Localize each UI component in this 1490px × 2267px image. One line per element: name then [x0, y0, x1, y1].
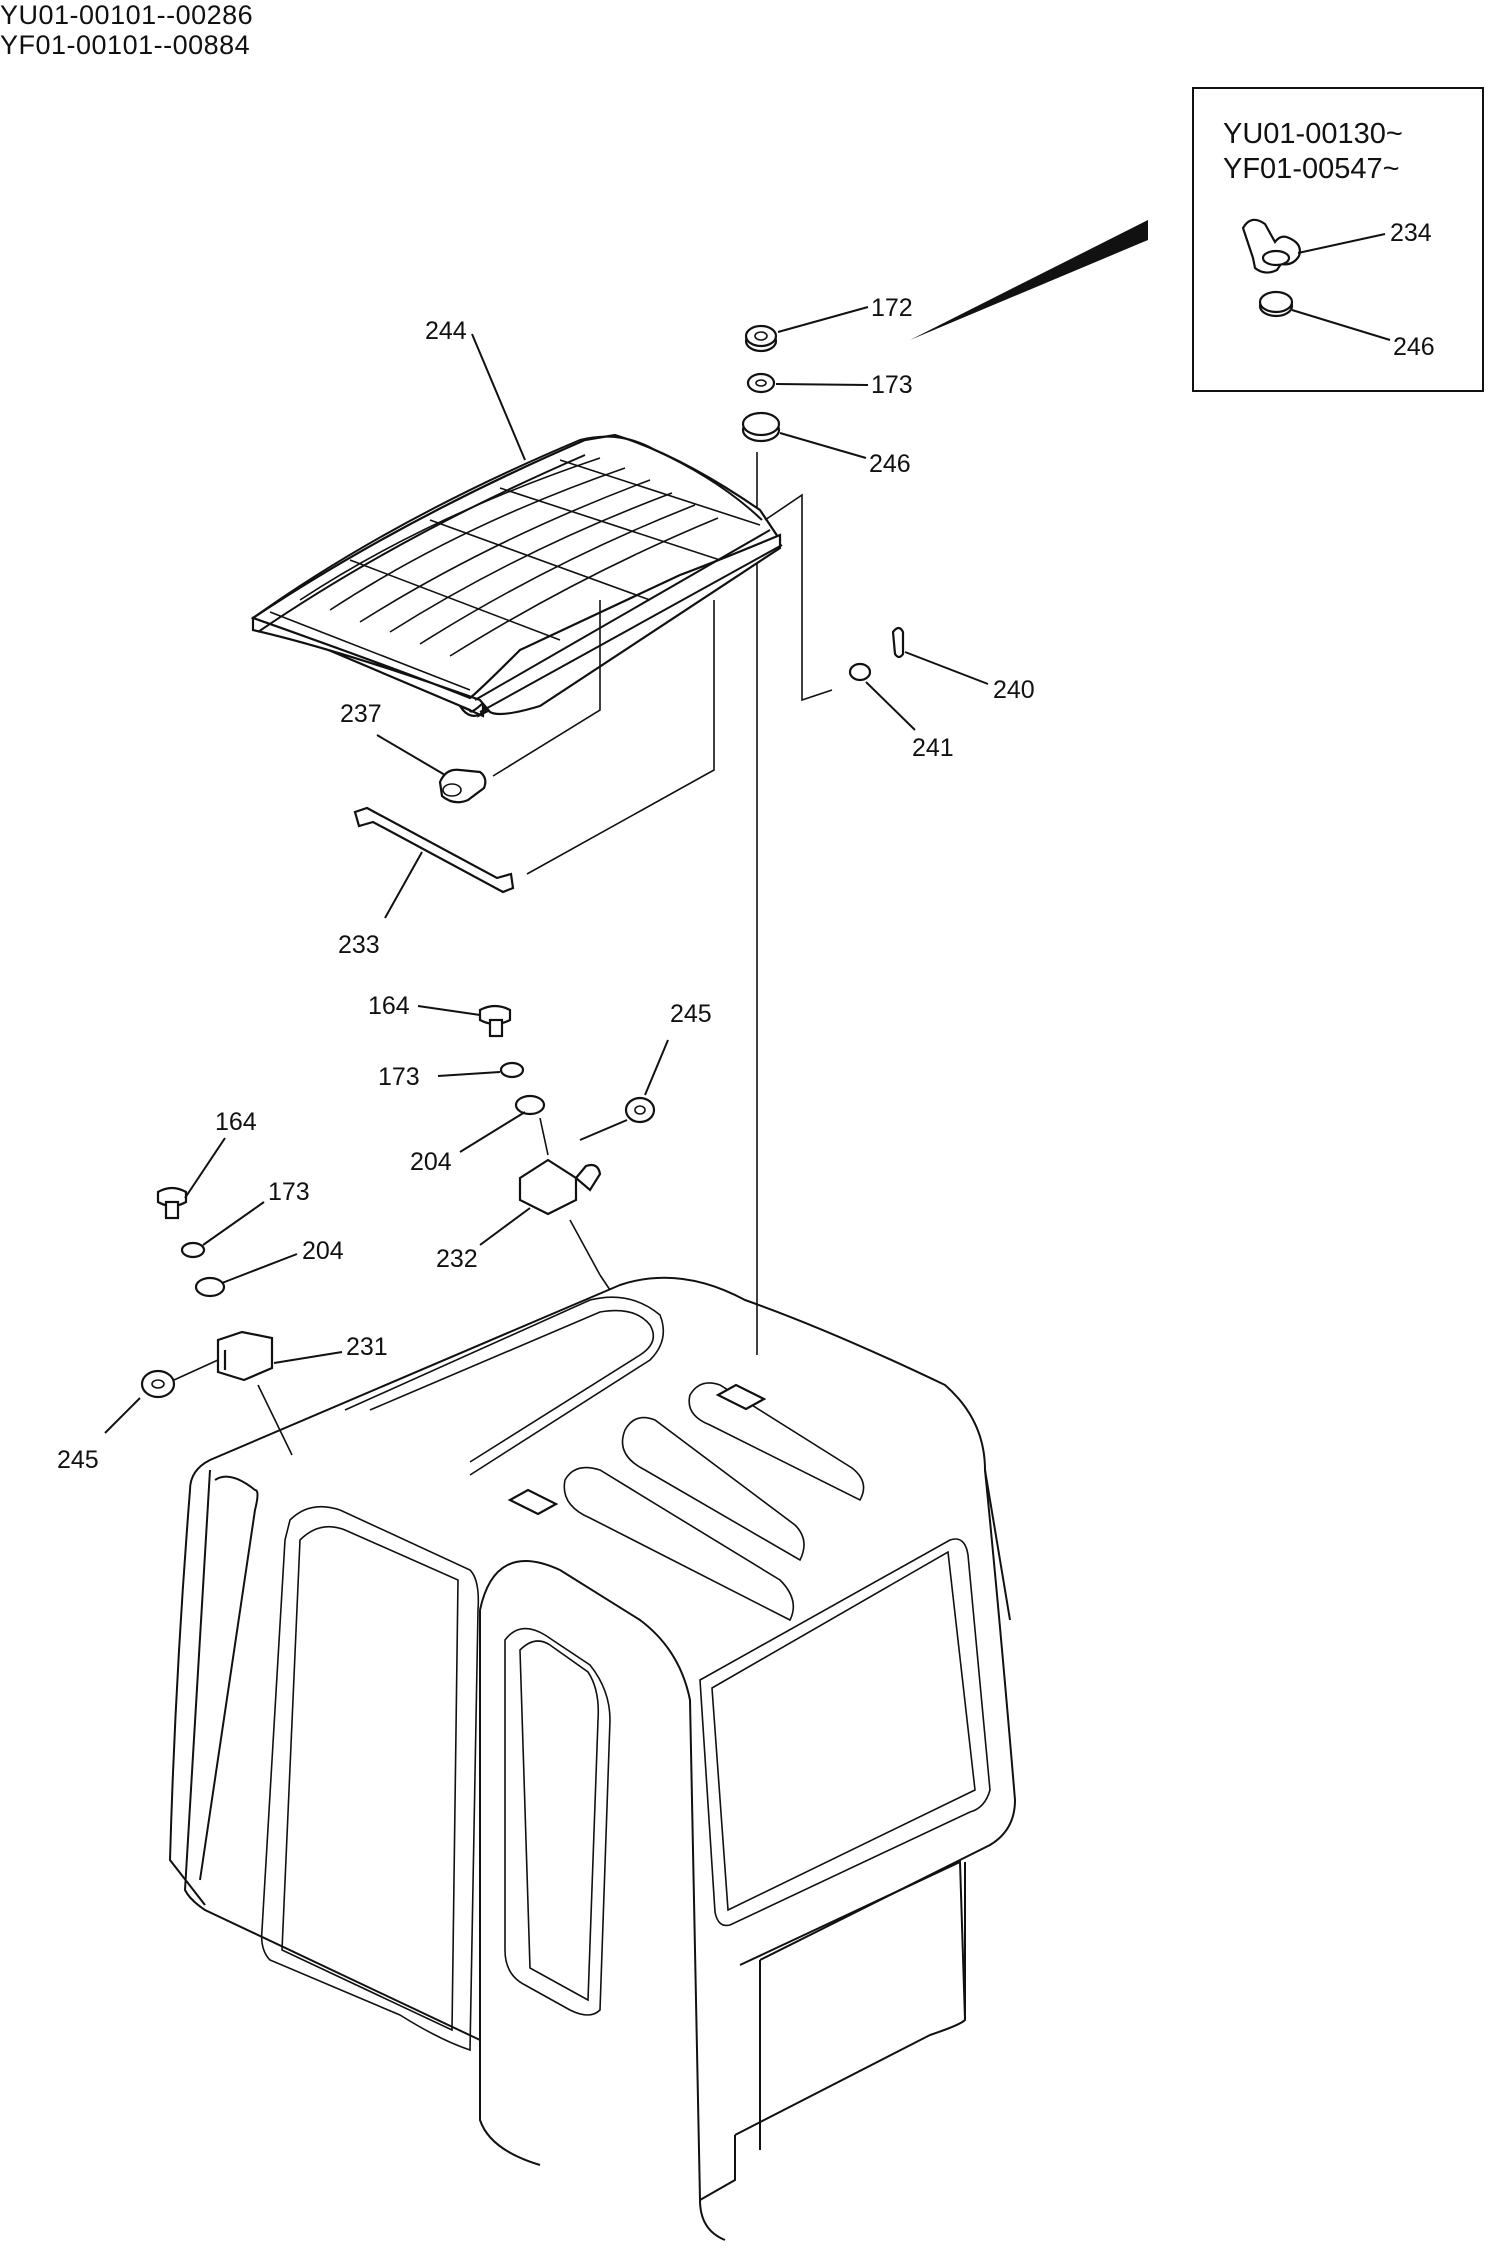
nut-172: [744, 324, 778, 353]
lock-washer-173-mid: [499, 1061, 525, 1079]
washer-246-inset: [1258, 290, 1294, 318]
lock-washer-173-top: [746, 372, 776, 394]
roof-lug-left: [507, 1488, 559, 1516]
rubber-washer-246-top: [741, 411, 781, 443]
rod-233: [353, 806, 515, 894]
inset-callout-234: 234: [1390, 219, 1432, 247]
callout-232: 232: [436, 1245, 478, 1273]
clip-241: [848, 662, 872, 682]
callout-245-left: 245: [57, 1446, 99, 1474]
latch-237: [438, 768, 487, 804]
bolt-164-mid: [478, 1004, 512, 1038]
callout-231: 231: [346, 1333, 388, 1361]
hinge-231-guide: [257, 1384, 293, 1456]
cab-body: [168, 1276, 1017, 2241]
callout-164-mid: 164: [368, 992, 410, 1020]
callout-246-top: 246: [869, 450, 911, 478]
roof-guard-244: [250, 433, 783, 718]
callout-204-left: 204: [302, 1237, 344, 1265]
serial-range-2: YF01-00101--00884: [0, 30, 251, 60]
lock-washer-173-left: [180, 1241, 206, 1259]
rubber-245-mid: [624, 1096, 656, 1124]
pin-guide-line: [764, 493, 833, 702]
callout-245-mid: 245: [670, 1000, 712, 1028]
inset-serial-1: YU01-00130~: [1223, 118, 1403, 150]
pin-240: [891, 626, 905, 659]
washer-204-left: [194, 1276, 226, 1298]
hinge-232: [518, 1158, 602, 1216]
serial-range-1: YU01-00101--00286: [0, 0, 254, 30]
callout-204-mid: 204: [410, 1148, 452, 1176]
inset-serial-2: YF01-00547~: [1223, 153, 1400, 185]
hinge-232-guide: [569, 1219, 601, 1276]
callout-240: 240: [993, 676, 1035, 704]
inset-callout-246: 246: [1393, 333, 1435, 361]
callout-241: 241: [912, 734, 954, 762]
callout-172: 172: [871, 294, 913, 322]
roof-lug-right: [715, 1383, 767, 1411]
callout-173-top: 173: [871, 371, 913, 399]
inset-box: YU01-00130~ YF01-00547~ 234 246: [1192, 87, 1484, 392]
inset-pointer: [910, 220, 1148, 340]
callout-164-left: 164: [215, 1108, 257, 1136]
callout-244: 244: [425, 317, 467, 345]
callout-173-mid: 173: [378, 1063, 420, 1091]
callout-233: 233: [338, 931, 380, 959]
bolt-164-left: [156, 1186, 188, 1220]
washer-204-mid: [514, 1094, 546, 1116]
callout-173-left: 173: [268, 1178, 310, 1206]
latch-guide-line: [492, 600, 601, 777]
wing-nut-234: [1241, 218, 1301, 274]
hinge-231: [216, 1330, 274, 1382]
rod-guide-line: [526, 600, 715, 875]
callout-237: 237: [340, 700, 382, 728]
rubber-245-left: [140, 1369, 176, 1399]
